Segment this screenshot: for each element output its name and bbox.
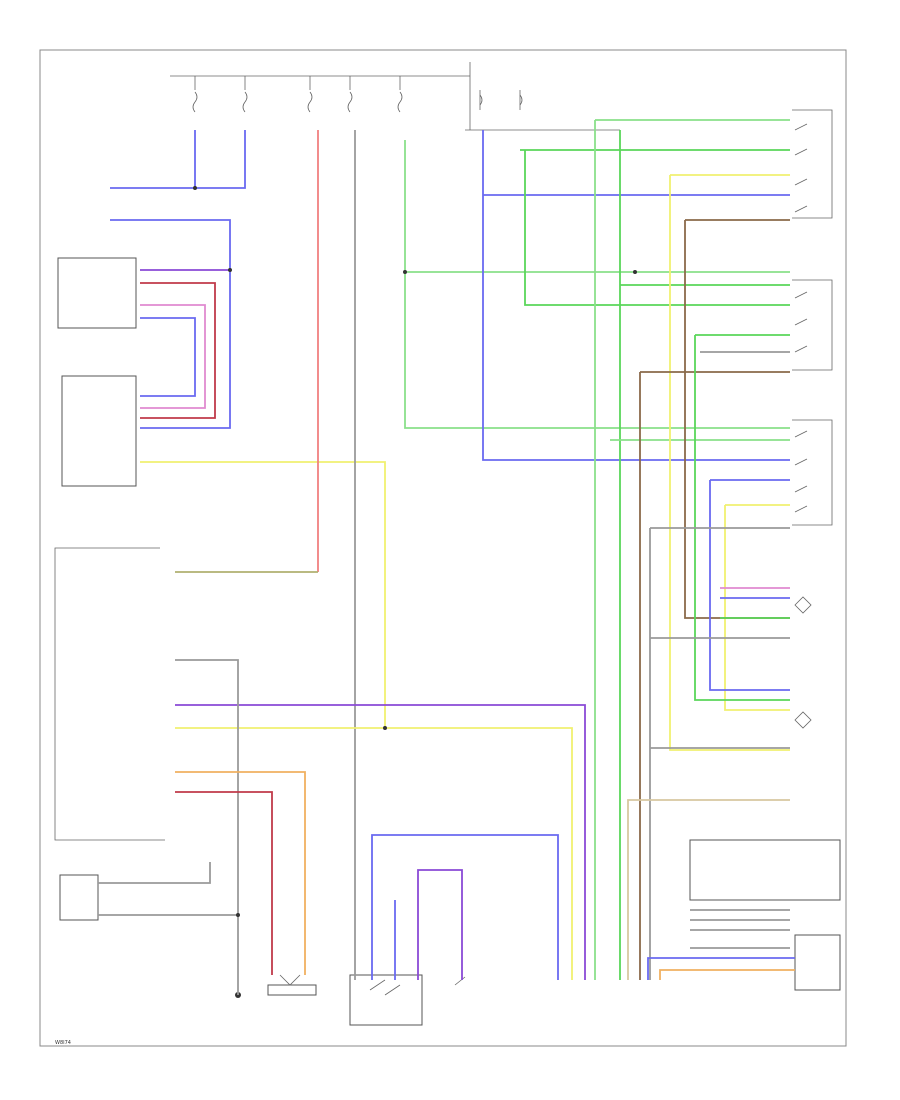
right-switches (794, 123, 812, 729)
left-components (54, 257, 165, 921)
junctions (193, 186, 637, 917)
diagram-border (39, 49, 847, 1047)
relay-box (349, 974, 423, 1026)
power-distribution (170, 62, 620, 131)
right-components (689, 109, 841, 991)
fuses (192, 91, 523, 113)
footer-code: W8I74 (55, 1040, 71, 1046)
wires (98, 119, 795, 995)
